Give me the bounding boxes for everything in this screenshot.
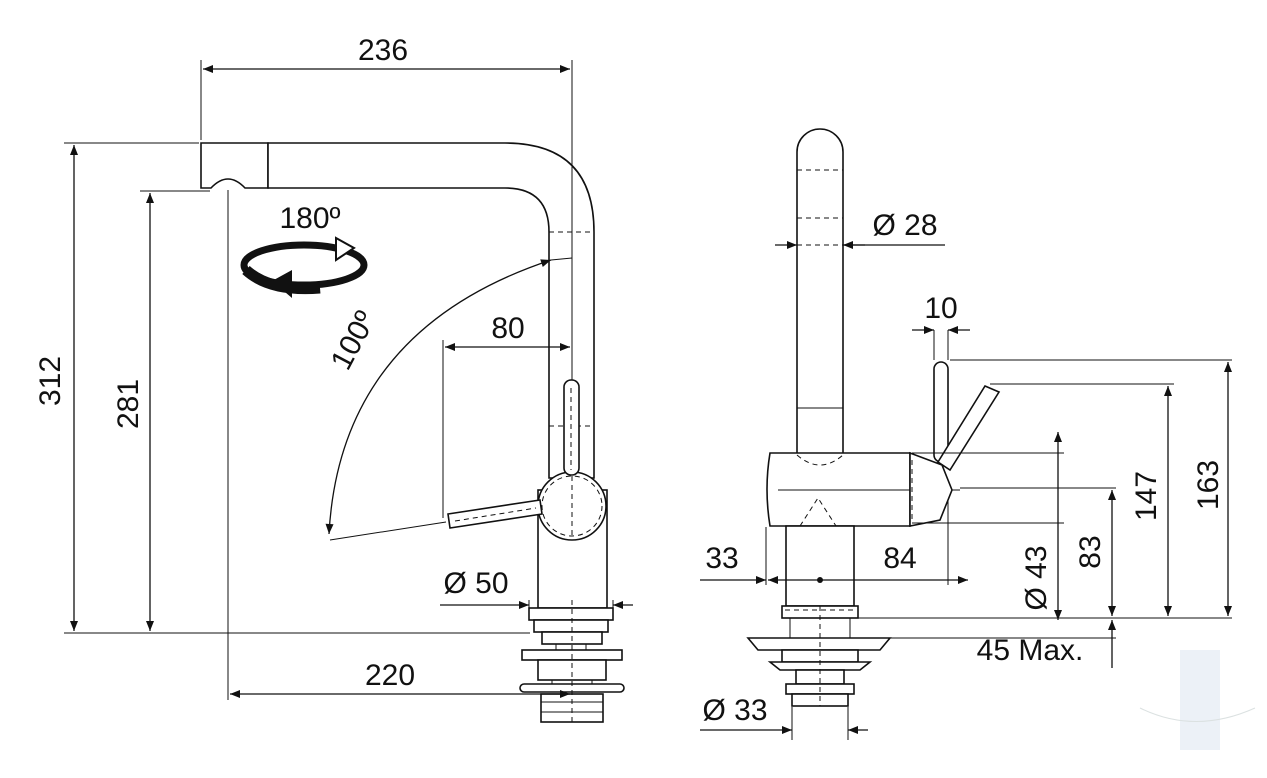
dim-body-diameter: Ø 43: [1020, 545, 1053, 610]
dim-body-height: 83: [1074, 535, 1107, 568]
lever-swing-arc: [325, 259, 552, 535]
front-lever-up: [933, 361, 949, 463]
dim-lever-width: 10: [924, 292, 957, 325]
front-lever-tilted: [936, 384, 1001, 472]
side-view: 236 312 281 180º 100º 80 Ø 50 220: [34, 34, 633, 723]
base-washer: [528, 607, 614, 621]
dim-height-total: 312: [34, 356, 67, 406]
spout-arm: [267, 142, 595, 479]
dim-left-offset: 33: [705, 542, 738, 575]
front-view: Ø 28 10 33 84 Ø 43 83 147 163 45 Max. Ø …: [700, 128, 1232, 740]
watermark-logo: [1139, 650, 1256, 750]
dim-total-height: 163: [1192, 460, 1225, 510]
dim-spout-reach: 220: [365, 659, 415, 692]
dim-spout-diameter: Ø 28: [872, 209, 937, 242]
dim-lever-angle: 100º: [325, 306, 383, 375]
dim-rotation: 180º: [279, 202, 340, 235]
dim-max-thickness: 45 Max.: [977, 634, 1084, 667]
dim-height-spout: 281: [112, 379, 145, 429]
dim-right-offset: 84: [883, 542, 916, 575]
spout-head: [200, 142, 269, 189]
dim-width-top: 236: [358, 34, 408, 67]
spout-column: [796, 128, 844, 456]
dim-lever-height: 147: [1130, 471, 1163, 521]
dim-shank-diameter: Ø 33: [702, 694, 767, 727]
lever-down: [447, 499, 543, 529]
dim-base-diameter: Ø 50: [443, 567, 508, 600]
rotation-arrow-icon: [240, 236, 368, 298]
lower-stem: [785, 525, 855, 607]
dim-lever-reach: 80: [491, 312, 524, 345]
